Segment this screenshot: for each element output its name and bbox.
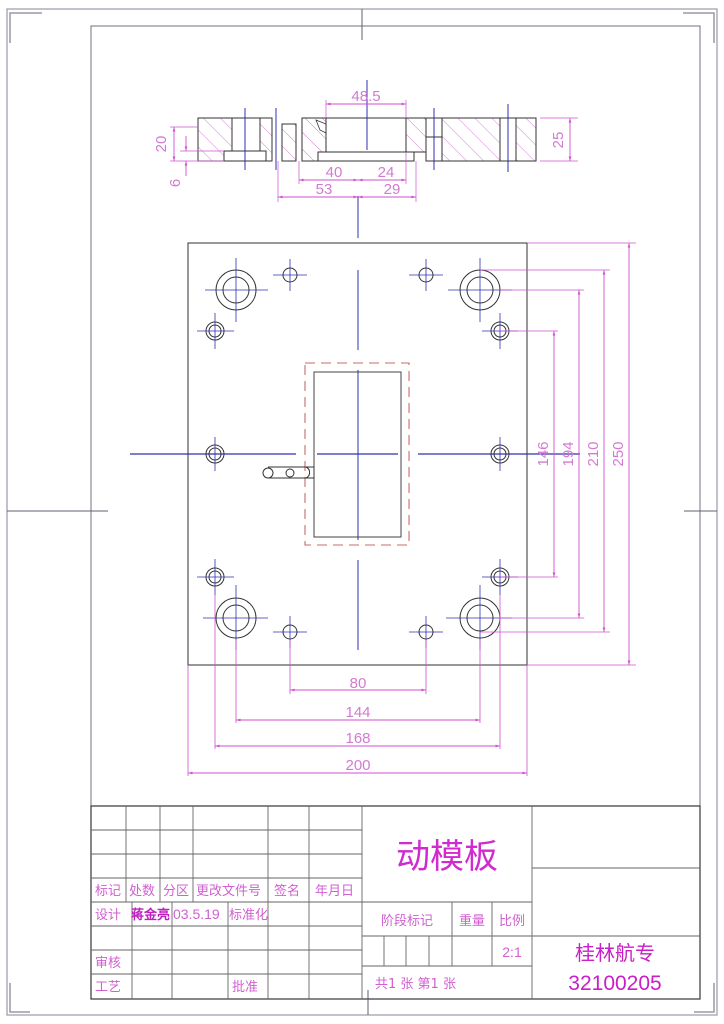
guide-hole-tl xyxy=(205,258,268,322)
dim-29: 29 xyxy=(384,181,401,198)
title-block: 标记 处数 分区 更改文件号 签名 年月日 设计 蒋金亮 03.5.19 标准化… xyxy=(90,805,701,1000)
drawing-number: 32100205 xyxy=(568,972,661,995)
sheet-info: 共1 张 第1 张 xyxy=(375,977,456,992)
cavity xyxy=(313,371,402,538)
lbl-approve: 批准 xyxy=(232,980,258,995)
guide-hole-br xyxy=(446,585,512,650)
design-date: 03.5.19 xyxy=(173,906,220,922)
dim-80: 80 xyxy=(350,675,367,692)
lbl-weight: 重量 xyxy=(459,913,485,929)
lbl-process: 工艺 xyxy=(95,980,121,995)
hdr-zone: 分区 xyxy=(163,884,189,899)
lbl-review: 审核 xyxy=(95,956,121,971)
dim-24: 24 xyxy=(378,164,395,181)
lbl-scale: 比例 xyxy=(499,914,525,929)
guide-hole-bl xyxy=(203,585,268,650)
dim-144: 144 xyxy=(345,704,370,721)
hdr-count: 处数 xyxy=(129,884,155,899)
hdr-mark: 标记 xyxy=(95,884,121,899)
hdr-date: 年月日 xyxy=(315,884,354,899)
designer-name: 蒋金亮 xyxy=(131,907,170,923)
hdr-signature: 签名 xyxy=(274,883,300,899)
school-name: 桂林航专 xyxy=(575,941,655,965)
dim-250: 250 xyxy=(610,441,627,466)
dim-48-5: 48.5 xyxy=(351,88,380,105)
plan-view: 146 194 210 250 80 144 168 200 xyxy=(130,242,636,776)
dim-200: 200 xyxy=(345,757,370,774)
dim-210: 210 xyxy=(585,441,602,466)
lbl-standardization: 标准化 xyxy=(229,908,268,923)
dim-6: 6 xyxy=(167,179,184,187)
dim-146: 146 xyxy=(535,441,552,466)
dim-40: 40 xyxy=(326,164,343,181)
section-view: 48.5 20 6 25 40 24 53 29 xyxy=(153,80,578,238)
dim-194: 194 xyxy=(560,441,577,466)
drawing-title: 动模板 xyxy=(396,837,498,877)
runner xyxy=(262,466,315,479)
dim-168: 168 xyxy=(345,730,370,747)
cavity-outline-hidden xyxy=(304,362,410,546)
lbl-design: 设计 xyxy=(95,908,121,923)
dim-20: 20 xyxy=(153,136,170,153)
hdr-change-doc: 更改文件号 xyxy=(196,884,261,899)
lbl-stage-mark: 阶段标记 xyxy=(381,914,433,929)
dim-53: 53 xyxy=(316,181,333,198)
dim-25: 25 xyxy=(550,132,567,149)
scale-value: 2:1 xyxy=(502,944,522,960)
